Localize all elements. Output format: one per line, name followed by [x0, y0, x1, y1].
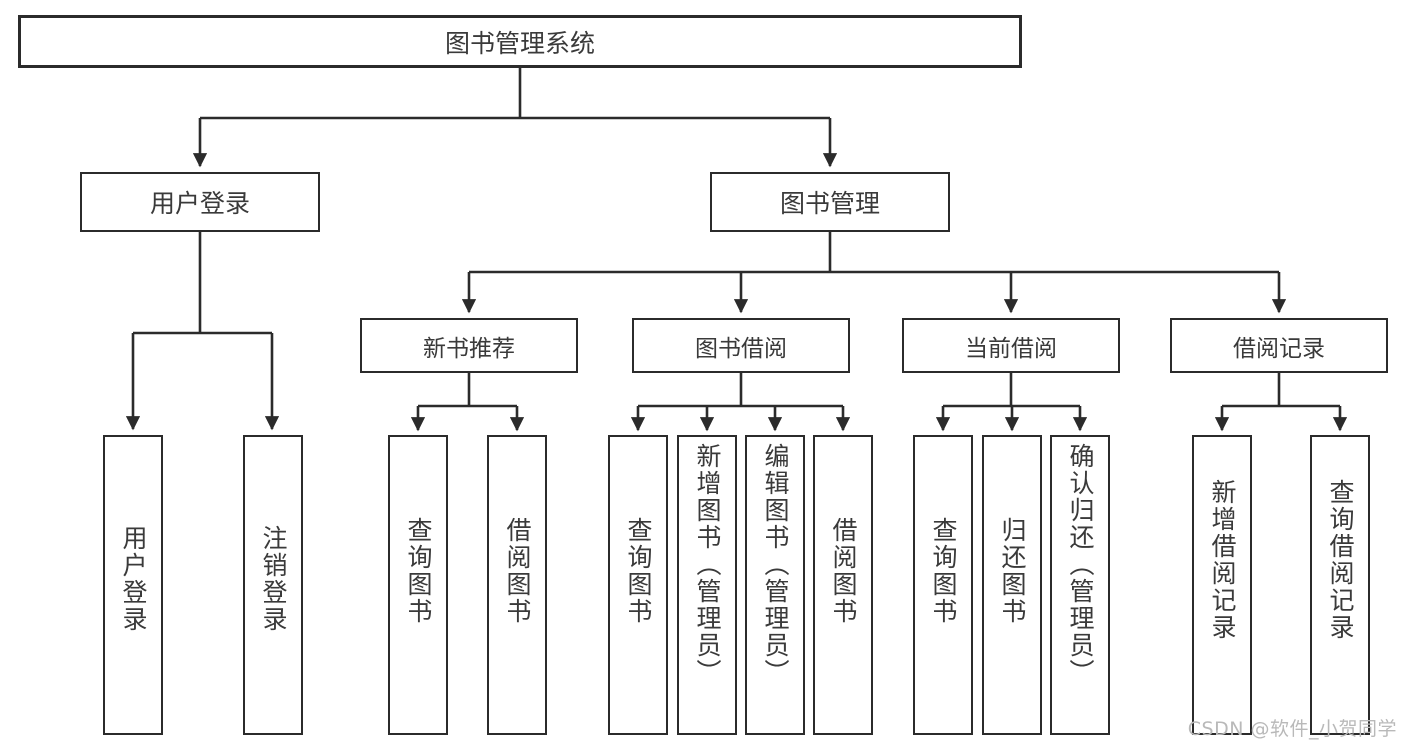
- node-label: 图书管理: [779, 189, 880, 218]
- node-current-borrow[interactable]: 当前借阅: [902, 318, 1120, 373]
- node-borrow-record[interactable]: 借阅记录: [1170, 318, 1388, 373]
- leaf-node-confirm-return-admin[interactable]: 确认归还（管理员）: [1050, 435, 1110, 735]
- leaf-label: 查询图书: [624, 517, 653, 625]
- leaf-label: 借阅图书: [829, 517, 858, 625]
- leaf-label: 归还图书: [998, 517, 1027, 625]
- leaf-node-return-book[interactable]: 归还图书: [982, 435, 1042, 735]
- leaf-label: 用户登录: [119, 525, 148, 633]
- leaf-label: 新增图书（管理员）: [693, 443, 722, 686]
- leaf-node-user-login[interactable]: 用户登录: [103, 435, 163, 735]
- leaf-label: 借阅图书: [503, 517, 532, 625]
- node-label: 图书借阅: [695, 335, 787, 362]
- leaf-node-query-book-2[interactable]: 查询图书: [608, 435, 668, 735]
- node-new-book-recommend[interactable]: 新书推荐: [360, 318, 578, 373]
- leaf-label: 查询借阅记录: [1326, 479, 1355, 641]
- node-book-borrow[interactable]: 图书借阅: [632, 318, 850, 373]
- node-root-system[interactable]: 图书管理系统: [18, 15, 1022, 68]
- node-label: 用户登录: [149, 189, 250, 218]
- leaf-label: 查询图书: [404, 517, 433, 625]
- csdn-watermark: CSDN @软件_小贺同学: [1187, 718, 1397, 740]
- leaf-node-borrow-book-2[interactable]: 借阅图书: [813, 435, 873, 735]
- leaf-node-add-book-admin[interactable]: 新增图书（管理员）: [677, 435, 737, 735]
- leaf-label: 查询图书: [929, 517, 958, 625]
- leaf-node-borrow-book-1[interactable]: 借阅图书: [487, 435, 547, 735]
- node-label: 新书推荐: [423, 335, 515, 362]
- leaf-node-edit-book-admin[interactable]: 编辑图书（管理员）: [745, 435, 805, 735]
- leaf-label: 确认归还（管理员）: [1066, 443, 1095, 686]
- leaf-node-query-borrow-record[interactable]: 查询借阅记录: [1310, 435, 1370, 735]
- node-label: 借阅记录: [1233, 335, 1325, 362]
- node-book-manage[interactable]: 图书管理: [710, 172, 950, 232]
- node-user-login[interactable]: 用户登录: [80, 172, 320, 232]
- node-label: 图书管理系统: [444, 28, 595, 58]
- leaf-node-query-book-1[interactable]: 查询图书: [388, 435, 448, 735]
- leaf-label: 注销登录: [259, 525, 288, 633]
- leaf-label: 编辑图书（管理员）: [761, 443, 790, 686]
- leaf-node-user-logout[interactable]: 注销登录: [243, 435, 303, 735]
- leaf-node-query-book-3[interactable]: 查询图书: [913, 435, 973, 735]
- leaf-label: 新增借阅记录: [1208, 479, 1237, 641]
- leaf-node-add-borrow-record[interactable]: 新增借阅记录: [1192, 435, 1252, 735]
- node-label: 当前借阅: [965, 335, 1057, 362]
